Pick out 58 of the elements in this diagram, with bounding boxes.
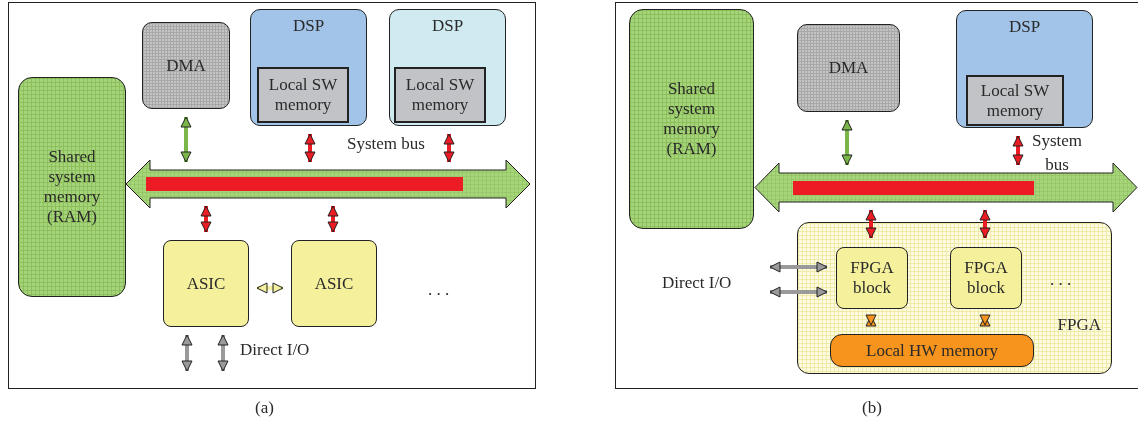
node-label: Local SW memory (979, 80, 1051, 121)
double-arrow (217, 334, 229, 372)
ellipsis-text: . . . (428, 280, 450, 300)
node-label: System bus (347, 134, 425, 153)
memory-box (830, 334, 1034, 367)
processor-box (389, 9, 506, 126)
node-label: Shared system memory (RAM) (42, 147, 102, 227)
memory-box (18, 77, 126, 297)
double-arrow (1012, 135, 1024, 166)
double-arrow (865, 314, 877, 327)
ellipsis-text: . . . (1050, 270, 1072, 290)
double-arrow (256, 282, 284, 294)
processor-box (956, 10, 1093, 128)
node-label: DMA (166, 55, 206, 76)
io-label: Direct I/O (240, 340, 310, 360)
fpga-region (797, 222, 1112, 374)
memory-box (629, 9, 754, 229)
node-label: FPGA (1057, 315, 1101, 334)
memory-box (257, 67, 349, 123)
double-arrow (769, 261, 828, 273)
processor-box (250, 9, 367, 126)
double-arrow (200, 205, 212, 233)
double-arrow (841, 119, 853, 166)
bus-bar (146, 177, 463, 191)
node-label: FPGA block (963, 258, 1009, 298)
double-arrow (327, 205, 339, 233)
node-label: Shared system memory (RAM) (662, 79, 721, 159)
dma-box (142, 22, 230, 109)
asic-box (163, 240, 249, 327)
fpga-block-box (836, 247, 908, 309)
io-label: Direct I/O (662, 273, 732, 293)
node-label: Local SW memory (267, 75, 339, 115)
panel-caption: (a) (255, 398, 274, 418)
double-arrow (769, 286, 828, 298)
double-arrow (181, 334, 193, 372)
dma-box (797, 24, 900, 112)
panel-caption: (b) (862, 398, 882, 418)
node-label: ASIC (186, 273, 226, 294)
memory-box (394, 67, 486, 123)
double-arrow (443, 133, 455, 163)
node-label: Local SW memory (404, 75, 476, 115)
node-label: Local HW memory (866, 340, 998, 361)
double-arrow (865, 209, 877, 239)
double-arrow (979, 209, 991, 239)
double-arrow (979, 314, 991, 327)
node-label: FPGA block (849, 258, 895, 298)
fpga-block-box (950, 247, 1022, 309)
double-arrow (180, 116, 192, 163)
node-label: DSP (292, 16, 325, 36)
node-label: ASIC (314, 273, 354, 294)
node-label: DSP (1008, 17, 1041, 37)
node-label: DSP (431, 16, 464, 36)
node-label: DMA (828, 58, 869, 78)
asic-box (291, 240, 377, 327)
memory-box (966, 75, 1064, 126)
double-arrow (304, 133, 316, 163)
node-label: System bus (1031, 131, 1083, 174)
bus-bar (793, 181, 1034, 195)
